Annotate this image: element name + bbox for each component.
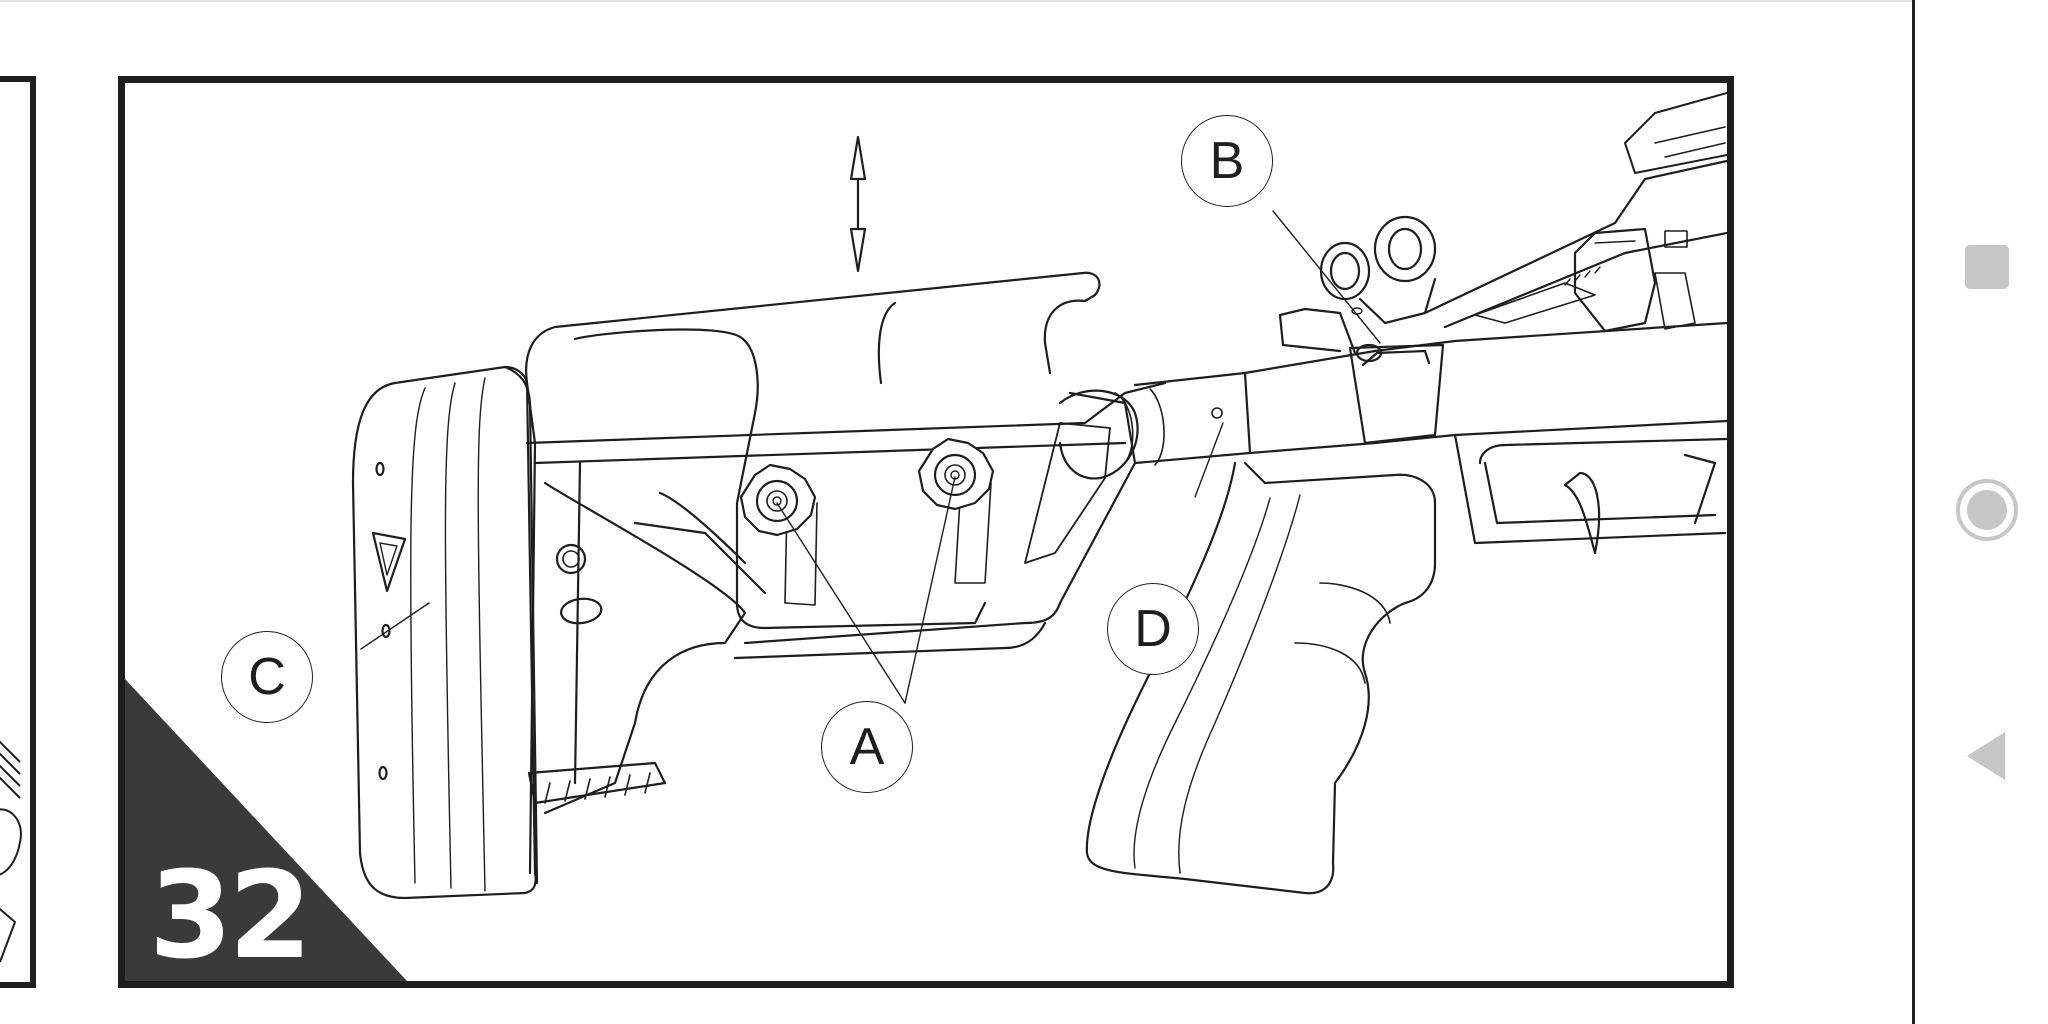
home-button[interactable]: [1955, 478, 2019, 542]
rifle-stock-illustration: [351, 92, 1727, 900]
previous-step-illustration: [0, 740, 22, 963]
square-icon: [1965, 245, 2009, 289]
back-button[interactable]: [1955, 724, 2019, 788]
adjust-arrow-icon: [849, 135, 867, 273]
callout-d: D: [1107, 583, 1199, 675]
instruction-panel: A B C D 32: [118, 76, 1734, 988]
system-navigation-bar: [1912, 0, 2048, 1024]
callout-b: B: [1181, 115, 1273, 207]
step-number: 32: [149, 847, 312, 986]
triangle-back-icon: [1967, 732, 2005, 780]
circle-icon: [1956, 479, 2018, 541]
callout-c: C: [221, 631, 313, 723]
top-divider: [0, 0, 1919, 2]
recent-apps-button[interactable]: [1955, 235, 2019, 299]
previous-step-panel[interactable]: [0, 76, 36, 988]
document-viewer[interactable]: A B C D 32: [0, 0, 1919, 1024]
callout-a: A: [821, 701, 913, 793]
